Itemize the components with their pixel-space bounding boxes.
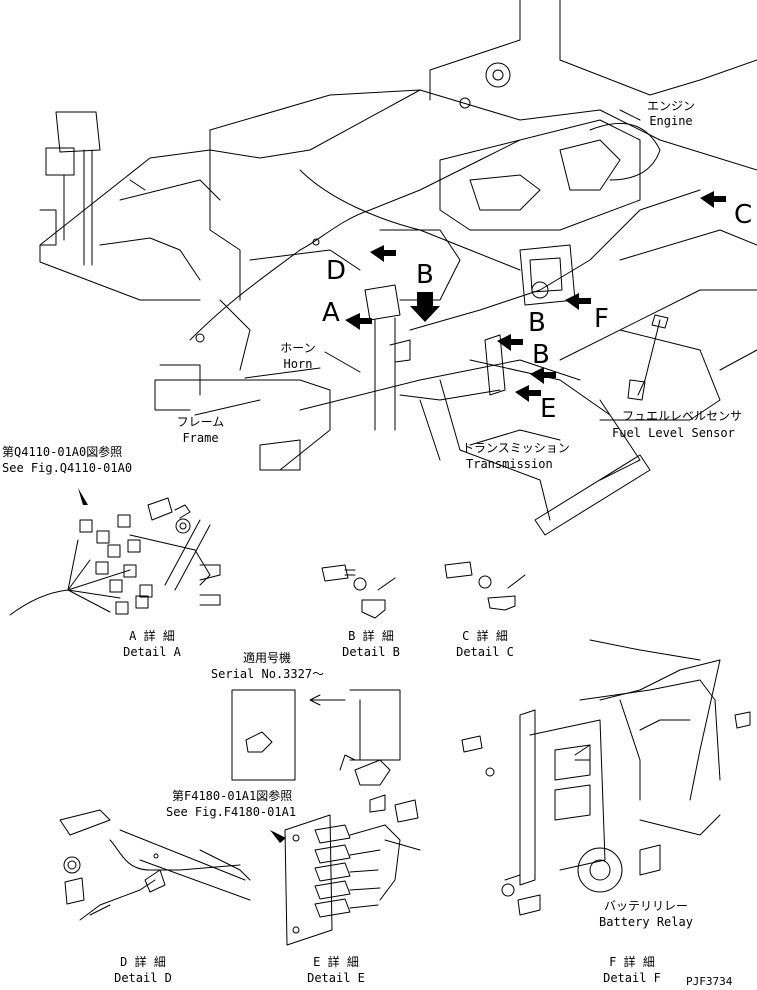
horn-label-en: Horn	[283, 357, 313, 371]
detail-d-drawing	[59, 809, 251, 921]
engine-label-en: Engine	[649, 114, 693, 128]
fuel-sensor-label-en: Fuel Level Sensor	[612, 426, 735, 440]
detail-a-title-en: Detail A	[123, 645, 181, 659]
frame-label-jp: フレーム	[176, 415, 225, 429]
detail-c-title-jp: C 詳 細	[462, 629, 508, 643]
horn-label-jp: ホーン	[280, 341, 316, 355]
detail-d-title-jp: D 詳 細	[120, 955, 166, 969]
callout-e: E	[540, 394, 557, 424]
callout-f: F	[594, 304, 609, 334]
detail-f-drawing	[461, 639, 751, 916]
detail-c-title-en: Detail C	[456, 645, 514, 659]
ref-a-jp: 第Q4110-01A0図参照	[2, 445, 123, 459]
detail-a-pointer	[78, 488, 88, 505]
callout-b-top: B	[416, 260, 434, 290]
detail-c-drawing	[444, 561, 526, 611]
callout-b-low: B	[532, 340, 550, 370]
callout-arrows	[345, 191, 726, 402]
serial-label-jp: 適用号機	[242, 651, 291, 665]
callout-d: D	[326, 256, 347, 286]
serial-box	[231, 689, 419, 823]
frame-label-en: Frame	[182, 431, 219, 445]
battery-relay-label-jp: バッテリリレー	[603, 899, 688, 913]
transmission-label-en: Transmission	[466, 457, 553, 471]
drawing-number: PJF3734	[686, 975, 733, 988]
callout-c: C	[734, 200, 753, 230]
callout-b-mid: B	[528, 308, 546, 338]
detail-d-title-en: Detail D	[114, 971, 172, 985]
ref-e-en: See Fig.F4180-01A1	[166, 805, 297, 819]
ref-e-jp: 第F4180-01A1図参照	[172, 789, 293, 803]
detail-e-title-en: Detail E	[307, 971, 365, 985]
main-assembly-view	[39, 0, 757, 536]
detail-a-title-jp: A 詳 細	[129, 629, 175, 643]
detail-b-drawing	[321, 564, 396, 619]
detail-b-title-jp: B 詳 細	[348, 629, 394, 643]
ref-a-en: See Fig.Q4110-01A0	[2, 461, 133, 475]
callout-a: A	[322, 298, 340, 328]
detail-f-title-jp: F 詳 細	[609, 955, 655, 969]
detail-e-pointer	[270, 830, 286, 843]
engine-label-jp: エンジン	[646, 99, 695, 113]
battery-relay-label-en: Battery Relay	[599, 915, 693, 929]
detail-f-title-en: Detail F	[603, 971, 661, 985]
detail-b-title-en: Detail B	[342, 645, 400, 659]
transmission-label-jp: トランスミッション	[462, 441, 570, 455]
serial-label-en: Serial No.3327〜	[210, 667, 325, 681]
fuel-sensor-label-jp: フュエルレベルセンサ	[622, 409, 743, 423]
detail-e-title-jp: E 詳 細	[313, 955, 359, 969]
detail-e-drawing	[284, 814, 421, 946]
detail-a-drawing	[9, 497, 221, 616]
